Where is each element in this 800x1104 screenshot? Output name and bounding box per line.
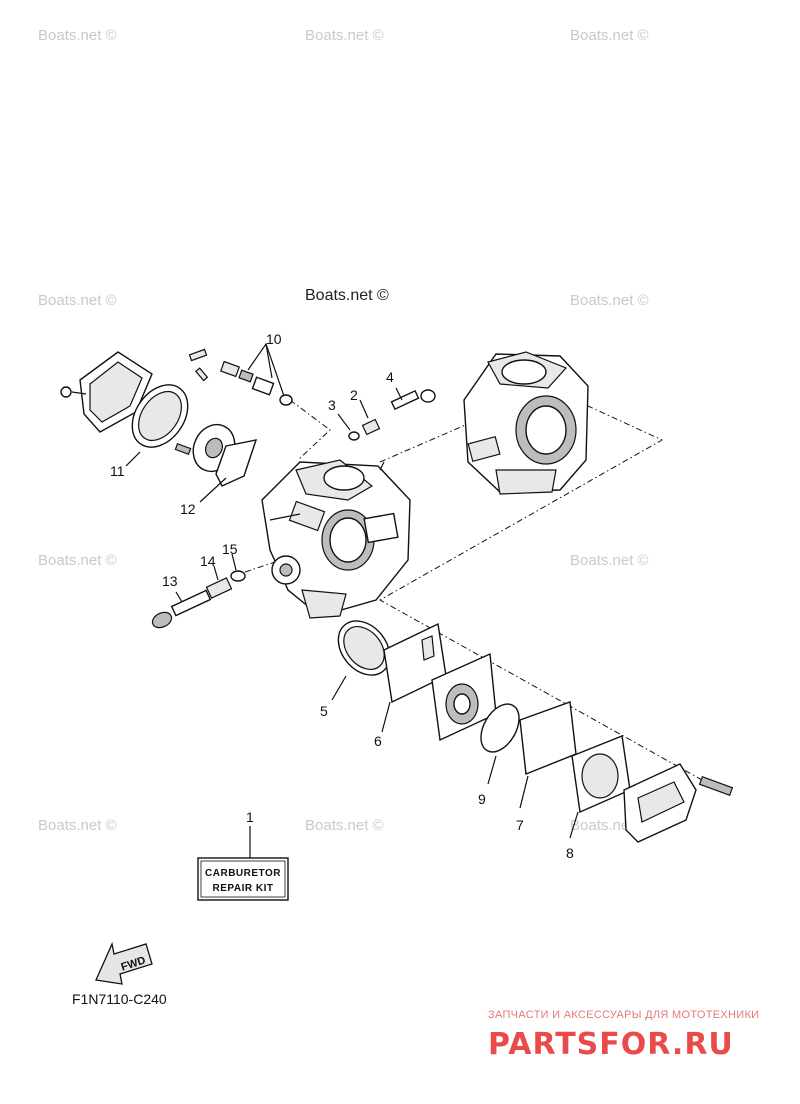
- watermark: Boats.net ©: [38, 292, 117, 309]
- pump-body-center: [431, 652, 497, 742]
- callout-10: 10: [266, 331, 282, 347]
- part-8-gasket-plate: [569, 735, 631, 839]
- part-7-plate: [519, 701, 577, 809]
- watermark: Boats.net ©: [570, 27, 649, 44]
- promo-watermark: ЗАПЧАСТИ И АКСЕССУАРЫ ДЛЯ МОТОТЕХНИКИ PA…: [488, 1009, 759, 1062]
- kit-line-1: CARBURETOR: [205, 868, 281, 879]
- fwd-arrow-icon: FWD: [95, 941, 153, 985]
- carburetor-body-rear: [463, 351, 589, 495]
- part-5-gasket: [331, 620, 391, 701]
- center-watermark: Boats.net ©: [305, 287, 389, 304]
- callout-11: 11: [110, 463, 125, 479]
- callout-14: 14: [200, 553, 216, 569]
- callout-15: 15: [222, 541, 238, 557]
- part-10-jet-set: [188, 342, 293, 406]
- diagram-code: F1N7110-C240: [72, 991, 167, 1007]
- callout-8: 8: [566, 845, 574, 861]
- watermark: Boats.net ©: [38, 817, 117, 834]
- parts-13-14-15-adjust-screw: [151, 553, 246, 629]
- part-9-o-ring: [480, 703, 520, 785]
- promo-brand: PARTSFOR.RU: [488, 1027, 734, 1062]
- parts-2-3-4-screws: [337, 387, 436, 441]
- watermark: Boats.net ©: [570, 552, 649, 569]
- watermark: Boats.net ©: [38, 552, 117, 569]
- callout-9: 9: [478, 791, 486, 807]
- watermark: Boats.net ©: [570, 292, 649, 309]
- watermark: Boats.net ©: [305, 817, 384, 834]
- watermark: Boats.net ©: [38, 27, 117, 44]
- kit-line-2: REPAIR KIT: [213, 883, 274, 894]
- callout-12: 12: [180, 501, 196, 517]
- promo-tagline: ЗАПЧАСТИ И АКСЕССУАРЫ ДЛЯ МОТОТЕХНИКИ: [488, 1009, 759, 1021]
- callout-labels: 1 2 3 4 5 6 7 8 9 10 11 12 13 14 15: [110, 331, 574, 861]
- carburetor-body-front: [261, 459, 411, 619]
- callout-4: 4: [386, 369, 394, 385]
- callout-13: 13: [162, 573, 178, 589]
- watermark: Boats.net ©: [305, 27, 384, 44]
- callout-1: 1: [246, 809, 254, 825]
- callout-6: 6: [374, 733, 382, 749]
- pump-cover: [623, 763, 734, 843]
- callout-7: 7: [516, 817, 524, 833]
- part-12-pump-body: [174, 423, 258, 503]
- callout-5: 5: [320, 703, 328, 719]
- callout-3: 3: [328, 397, 336, 413]
- part-11-diaphragm-cover: [60, 351, 189, 467]
- repair-kit-label: CARBURETOR REPAIR KIT: [197, 826, 289, 901]
- callout-2: 2: [350, 387, 358, 403]
